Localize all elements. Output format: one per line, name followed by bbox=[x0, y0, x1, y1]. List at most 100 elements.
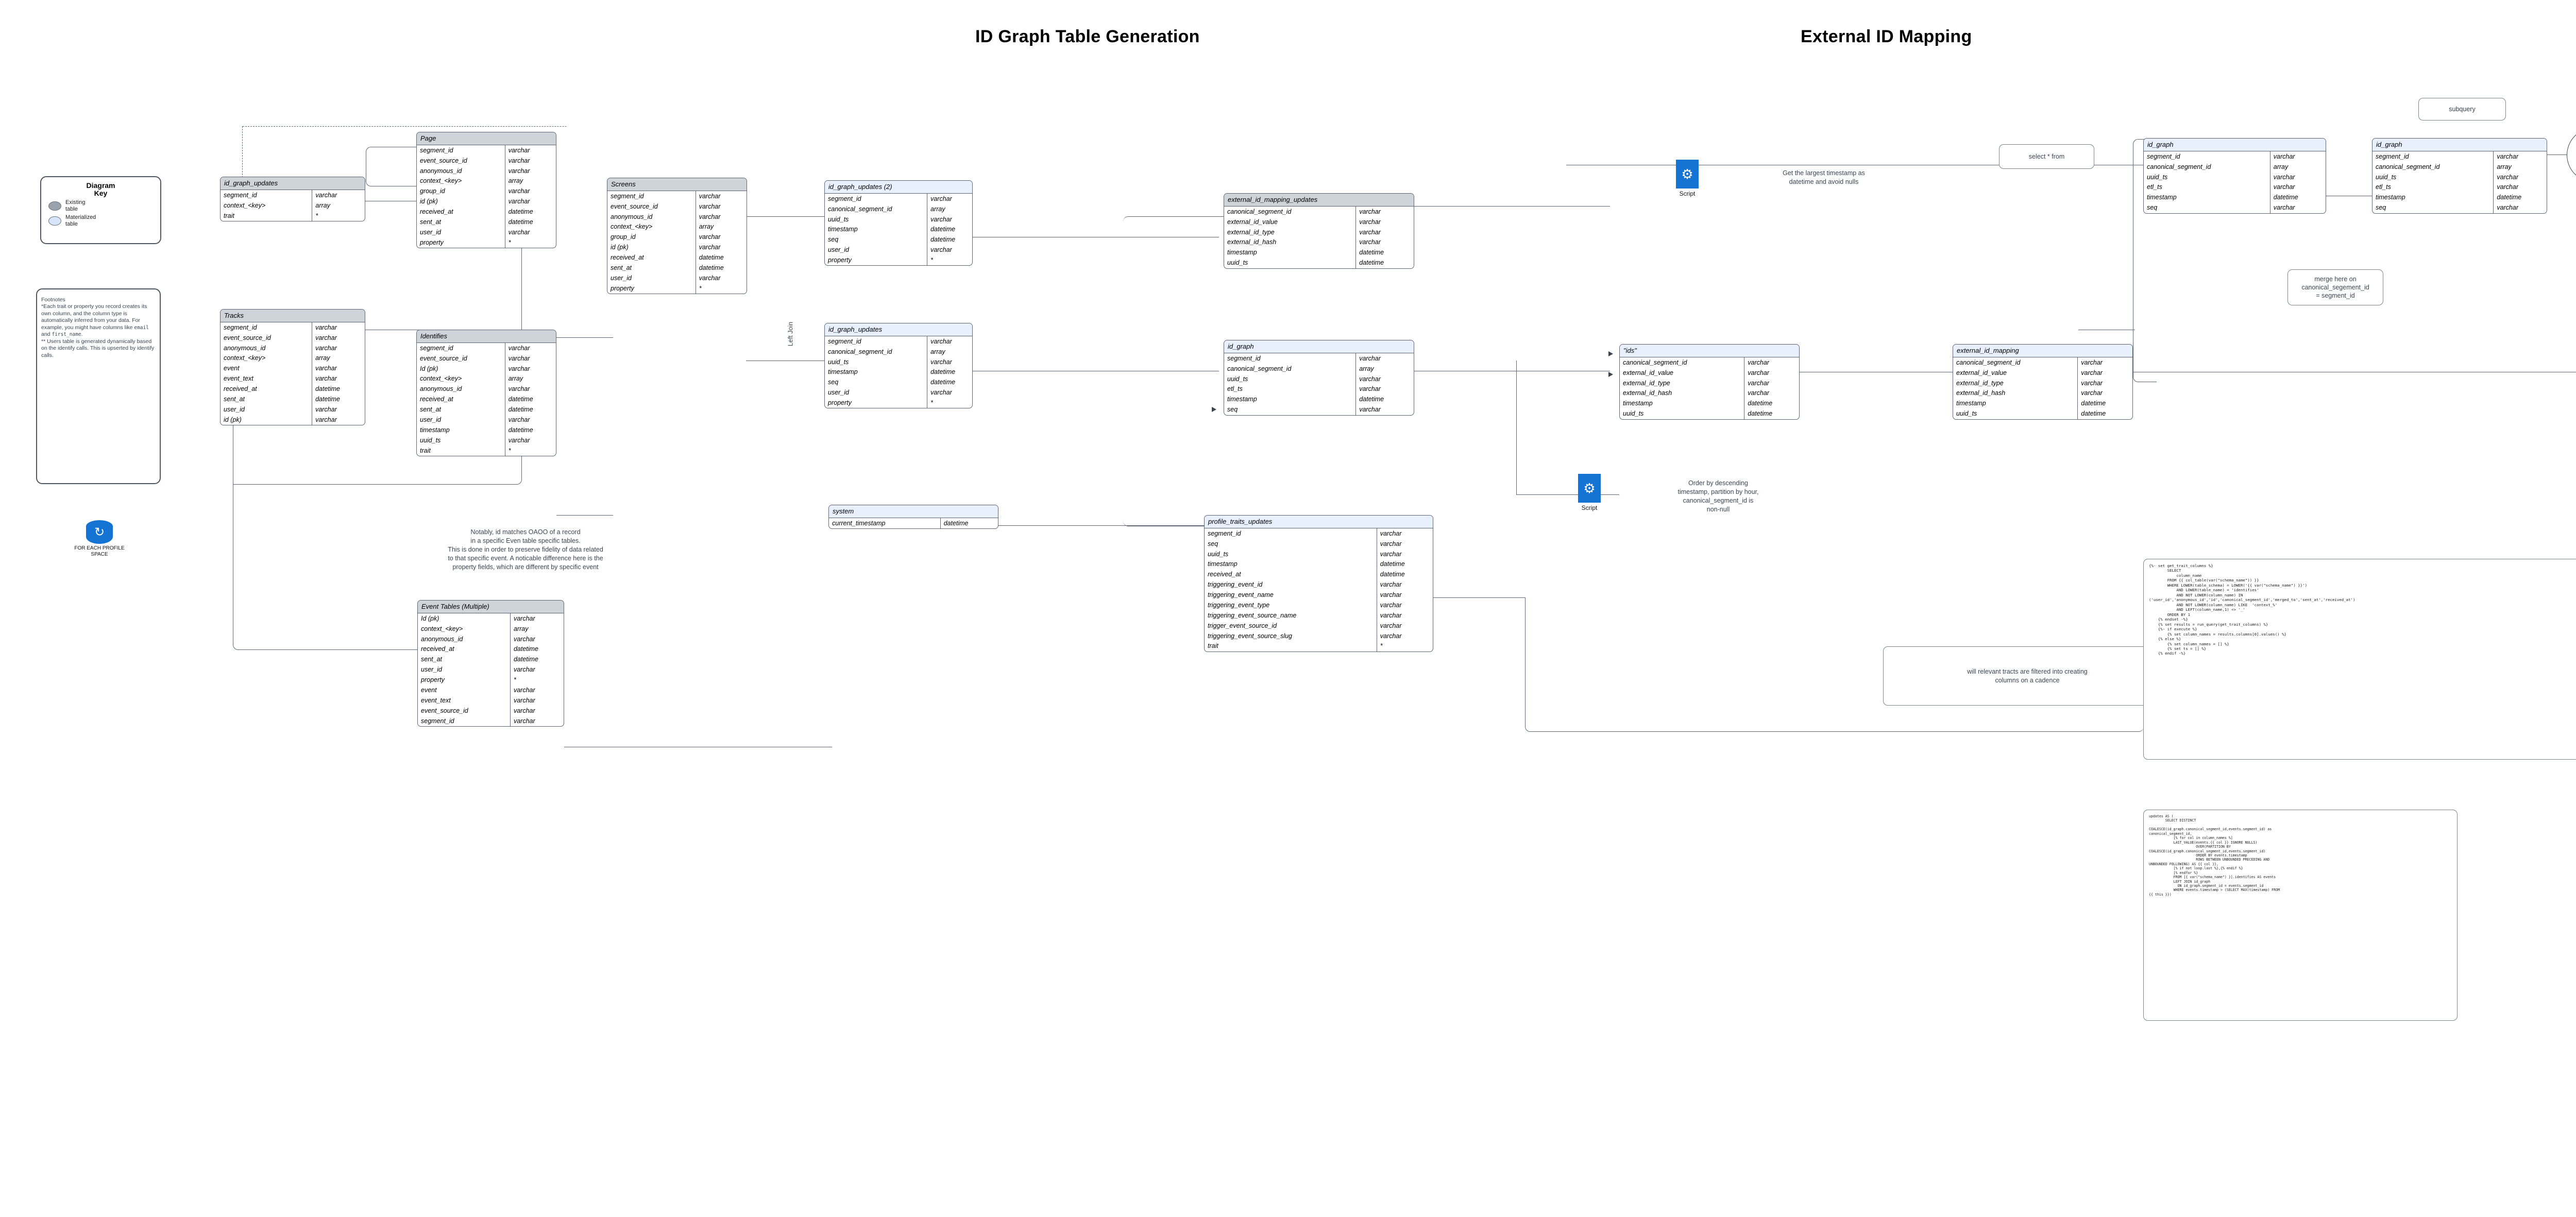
column-field: uuid_ts bbox=[1224, 258, 1357, 268]
table-row: context_<key>array bbox=[417, 176, 556, 186]
column-type: * bbox=[508, 447, 511, 454]
column-type: datetime bbox=[699, 254, 724, 261]
connector-h-2 bbox=[556, 337, 613, 338]
column-field: segment_id bbox=[1205, 528, 1377, 539]
column-type: datetime bbox=[930, 368, 956, 376]
table-title-identifies: Identifies bbox=[417, 330, 556, 344]
column-field: context_<key> bbox=[221, 353, 313, 364]
script-icon-2-group: ⚙ Script bbox=[1574, 474, 1605, 511]
column-type: varchar bbox=[1359, 238, 1381, 246]
column-field: segment_id bbox=[825, 194, 928, 204]
column-field: id (pk) bbox=[417, 196, 505, 207]
column-field: segment_id bbox=[221, 190, 313, 201]
column-field: segment_id bbox=[221, 322, 313, 333]
column-field: external_id_value bbox=[1224, 217, 1357, 227]
column-field: canonical_segment_id bbox=[825, 204, 928, 214]
column-field: property bbox=[417, 237, 505, 248]
column-field: external_id_type bbox=[1224, 227, 1357, 237]
column-field: group_id bbox=[607, 232, 696, 243]
column-type: * bbox=[1380, 642, 1383, 650]
column-type: datetime bbox=[508, 396, 533, 403]
column-field: sent_at bbox=[221, 394, 313, 405]
table-row: property* bbox=[825, 398, 972, 408]
column-field: uuid_ts bbox=[825, 214, 928, 225]
column-type: datetime bbox=[513, 656, 538, 663]
key-label-materialized: Materialized table bbox=[65, 214, 96, 228]
column-type: varchar bbox=[1380, 540, 1402, 547]
column-field: external_id_type bbox=[1953, 378, 2078, 388]
note-merge-here: merge here on canonical_segement_id = se… bbox=[2287, 269, 2383, 305]
column-type: varchar bbox=[1359, 218, 1381, 226]
column-field: etl_ts bbox=[2372, 182, 2494, 193]
column-type: varchar bbox=[930, 195, 952, 202]
column-field: segment_id bbox=[1224, 353, 1357, 364]
column-type: array bbox=[2497, 163, 2512, 170]
table-row: trait* bbox=[417, 445, 556, 456]
column-type: array bbox=[315, 201, 330, 209]
table-title-page: Page bbox=[417, 132, 556, 146]
column-type: varchar bbox=[2081, 389, 2103, 397]
column-type: varchar bbox=[1359, 385, 1381, 393]
column-type: varchar bbox=[513, 686, 535, 694]
refresh-cycle-icon: ↻ bbox=[86, 520, 113, 544]
table-row: id (pk)varchar bbox=[607, 242, 747, 253]
table-title-system: system bbox=[829, 505, 998, 519]
column-field: user_id bbox=[221, 404, 313, 415]
column-field: anonymous_id bbox=[417, 166, 505, 176]
column-field: seq bbox=[2144, 202, 2270, 213]
section-title-id-graph: ID Graph Table Generation bbox=[975, 27, 1200, 46]
column-field: segment_id bbox=[418, 716, 511, 726]
column-type: varchar bbox=[1380, 591, 1402, 598]
column-type: datetime bbox=[2497, 194, 2522, 201]
column-field: trait bbox=[221, 211, 313, 221]
column-type: varchar bbox=[1748, 358, 1769, 366]
column-field: anonymous_id bbox=[417, 384, 505, 395]
column-type: varchar bbox=[315, 191, 337, 199]
column-field: triggering_event_source_slug bbox=[1205, 631, 1377, 641]
table-row: property* bbox=[825, 255, 972, 266]
column-field: external_id_hash bbox=[1224, 237, 1357, 248]
column-type: varchar bbox=[2273, 173, 2295, 181]
table-row: context_<key>array bbox=[417, 373, 556, 384]
column-type: * bbox=[508, 238, 511, 246]
column-type: varchar bbox=[930, 337, 952, 345]
note-subquery: subquery bbox=[2418, 98, 2506, 121]
table-row: context_<key>array bbox=[418, 624, 564, 634]
connector-bracket-system bbox=[1123, 216, 1226, 526]
arrow-icon-ids bbox=[1608, 351, 1613, 356]
column-field: external_id_hash bbox=[1953, 388, 2078, 399]
column-type: datetime bbox=[315, 385, 341, 392]
column-field: received_at bbox=[221, 384, 313, 395]
column-type: varchar bbox=[1380, 601, 1402, 609]
column-type: varchar bbox=[930, 215, 952, 223]
column-type: varchar bbox=[315, 416, 337, 423]
